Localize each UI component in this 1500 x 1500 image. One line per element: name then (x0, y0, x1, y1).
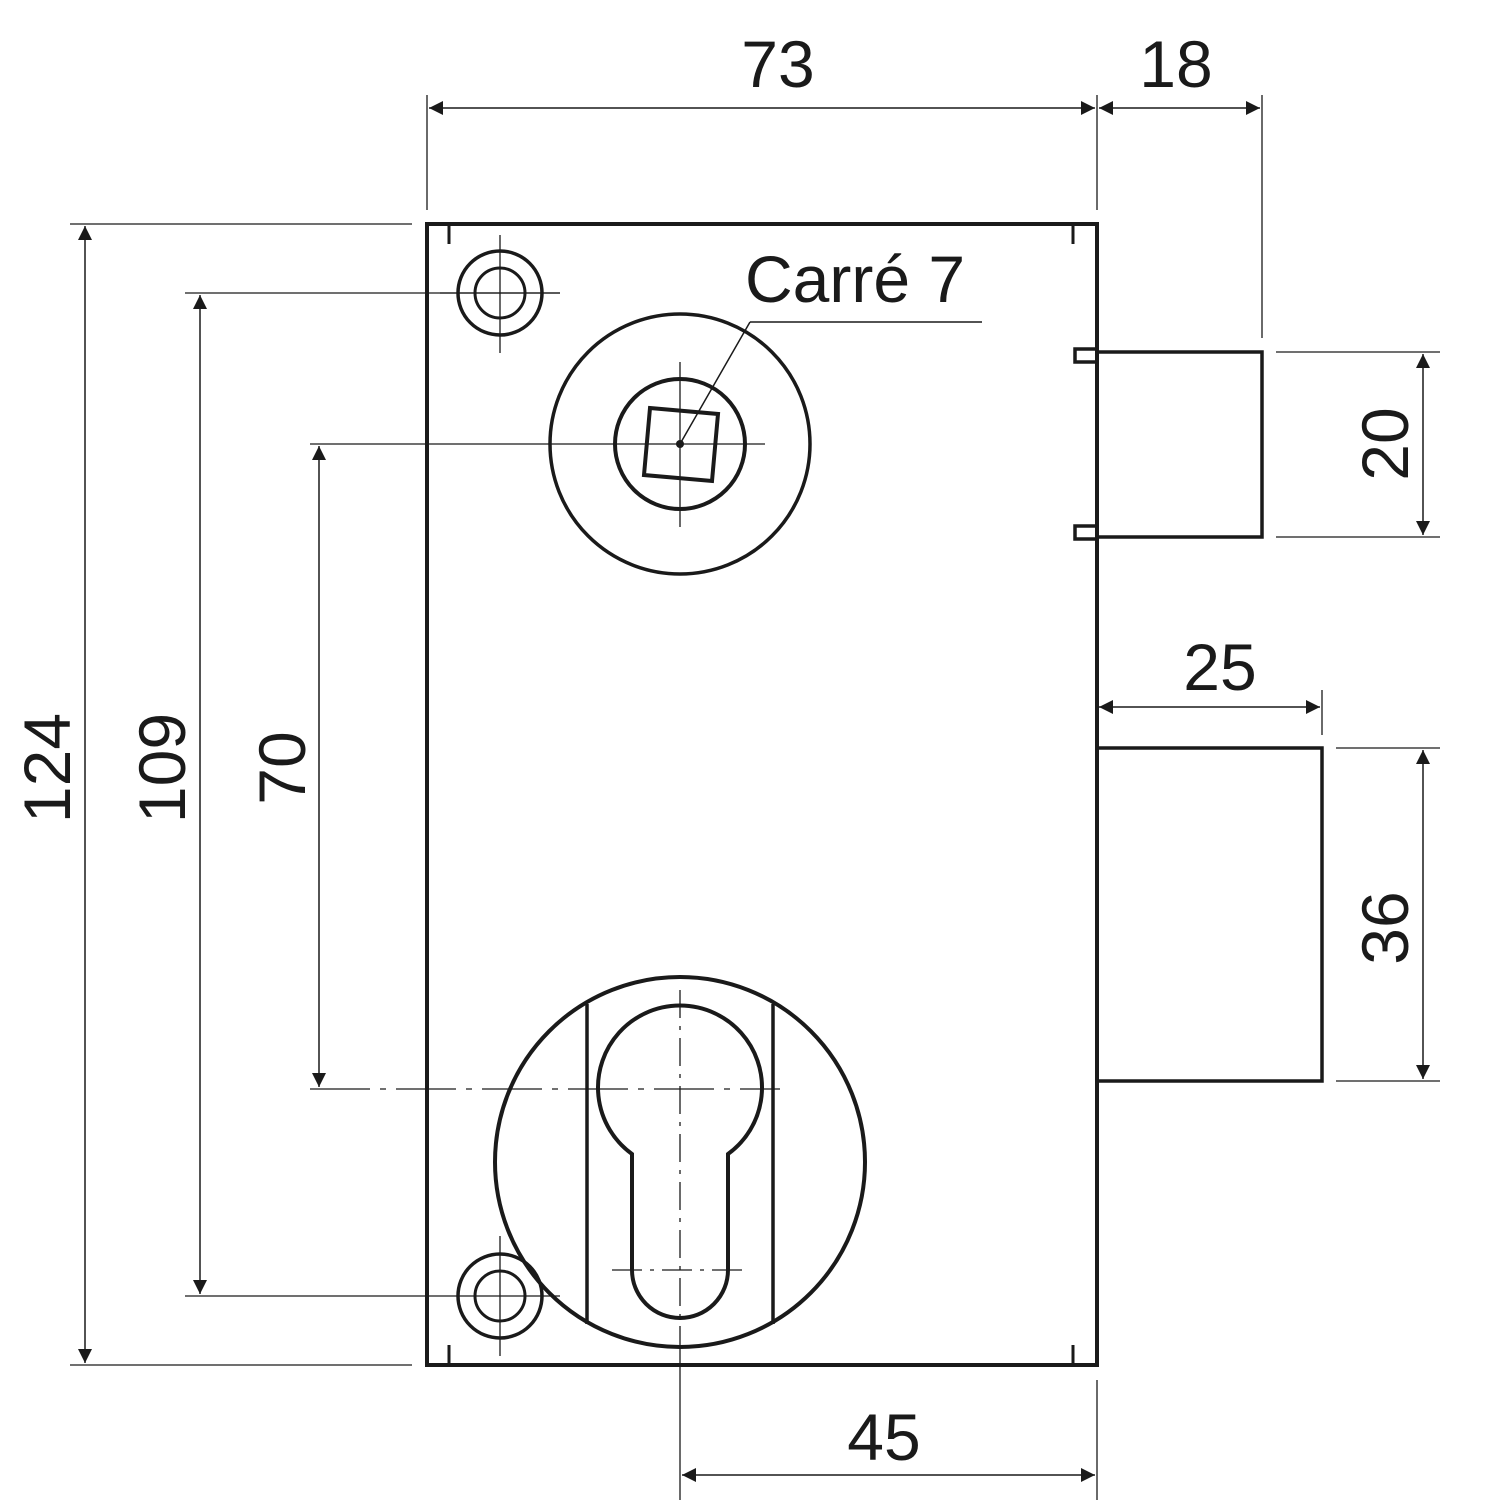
extension-lines (70, 95, 1440, 1500)
case-outline (425, 222, 1099, 1367)
dim-label-109: 109 (125, 713, 199, 823)
dim-label-18: 18 (1139, 27, 1212, 101)
cylinder (310, 975, 867, 1349)
dim-label-36: 36 (1348, 891, 1422, 964)
dimension-lines (78, 101, 1430, 1482)
fixing-hole-top (440, 235, 560, 353)
dim-label-73: 73 (741, 27, 814, 101)
lock-case (425, 222, 1099, 1367)
cylinder-profile (596, 1003, 764, 1320)
latch-bolt (1073, 347, 1264, 541)
dim-label-45: 45 (847, 1400, 920, 1474)
deadbolt (1097, 746, 1324, 1083)
follower-callout (679, 321, 982, 445)
dim-label-70: 70 (245, 731, 319, 804)
follower-callout-label: Carré 7 (745, 242, 965, 316)
fixing-hole-bottom (440, 1236, 560, 1356)
dim-label-25: 25 (1183, 630, 1256, 704)
dim-label-20: 20 (1348, 407, 1422, 480)
dim-label-124: 124 (10, 713, 84, 823)
